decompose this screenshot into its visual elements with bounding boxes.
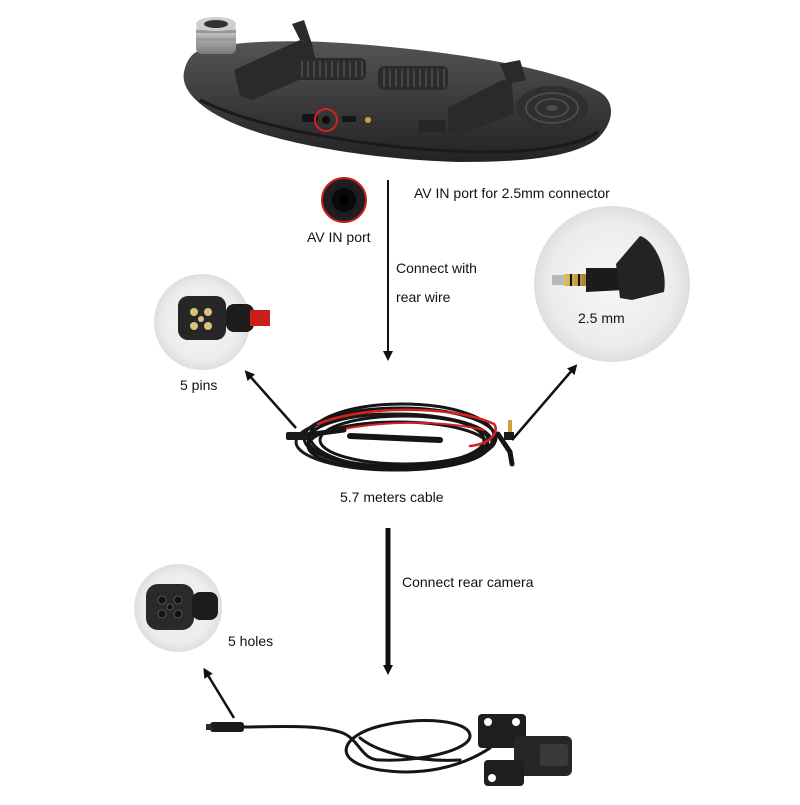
connector-25mm-callout bbox=[534, 206, 690, 362]
connect-rear-camera-label: Connect rear camera bbox=[402, 574, 534, 590]
av-in-port-description: AV IN port for 2.5mm connector bbox=[414, 185, 610, 201]
five-holes-callout bbox=[134, 564, 222, 652]
card-slot bbox=[342, 116, 356, 122]
five-pins-callout bbox=[154, 274, 270, 370]
arrow-to-five-holes bbox=[203, 667, 236, 719]
speaker-grille-right bbox=[378, 66, 448, 90]
av-in-port-closeup bbox=[321, 177, 367, 223]
arrow-to-five-pins bbox=[244, 370, 297, 429]
five-holes-label: 5 holes bbox=[228, 633, 274, 649]
cable-length-label: 5.7 meters cable bbox=[340, 489, 444, 505]
av-in-port-highlight bbox=[314, 108, 338, 132]
coiled-rear-cable bbox=[286, 402, 515, 472]
rear-camera-cable bbox=[206, 719, 492, 774]
connect-rear-wire-label: Connect with rear wire bbox=[396, 260, 477, 305]
mounting-clip-left bbox=[234, 20, 318, 100]
mirror-dashcam bbox=[183, 17, 612, 163]
speaker-round-icon bbox=[516, 86, 588, 130]
mounting-clip-right bbox=[448, 60, 526, 136]
av-in-port bbox=[322, 116, 330, 124]
camera-lens-icon bbox=[196, 17, 236, 54]
speaker-grille-left bbox=[296, 58, 366, 80]
five-pins-label: 5 pins bbox=[180, 377, 218, 393]
reset-button bbox=[365, 117, 371, 123]
av-in-port-label: AV IN port bbox=[307, 229, 371, 245]
arrow-to-25mm bbox=[511, 364, 578, 441]
rear-camera-icon bbox=[478, 714, 572, 786]
arrows bbox=[203, 180, 578, 719]
connector-size-label: 2.5 mm bbox=[578, 310, 625, 326]
side-button bbox=[418, 120, 446, 132]
